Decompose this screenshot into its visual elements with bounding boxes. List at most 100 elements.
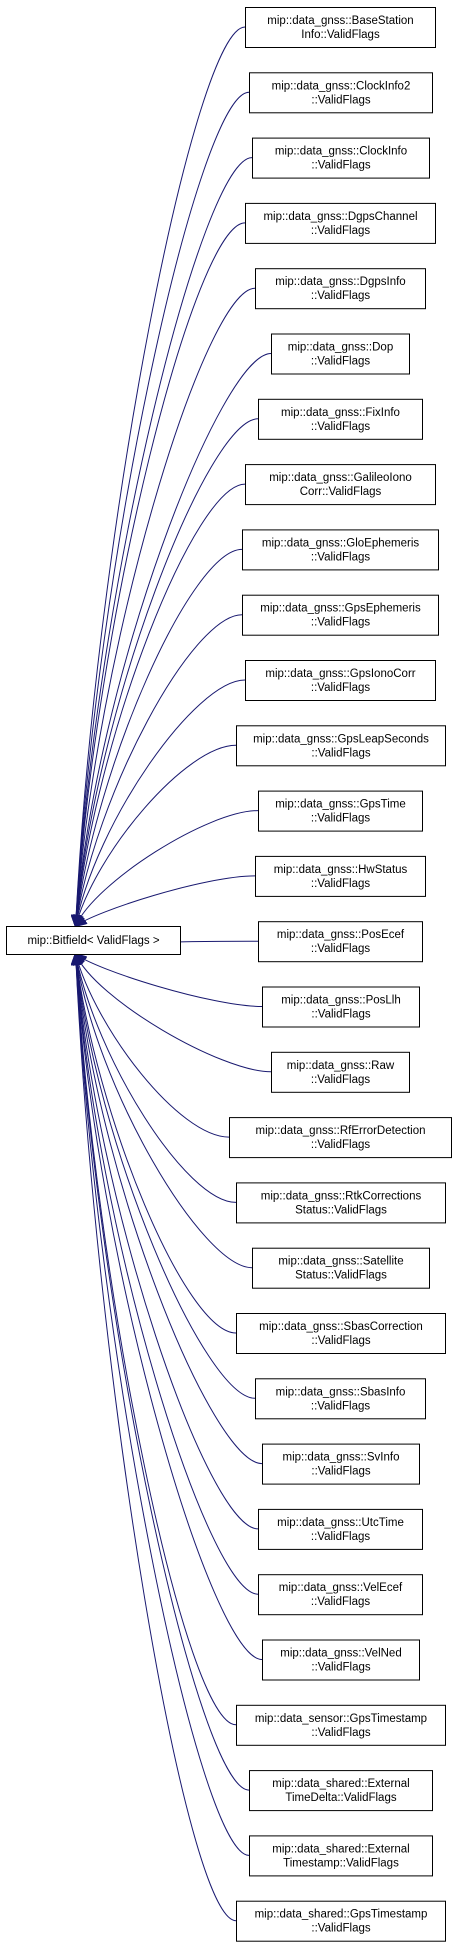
class-node-21[interactable]: mip::data_gnss::SbasCorrection::ValidFla… xyxy=(236,1313,446,1354)
class-node-3[interactable]: mip::data_gnss::ClockInfo::ValidFlags xyxy=(252,137,430,179)
class-node-25-line-2: ::ValidFlags xyxy=(311,1596,370,1608)
class-node-box[interactable] xyxy=(258,398,423,440)
class-node-box[interactable] xyxy=(229,1117,452,1159)
class-node-13[interactable]: mip::data_gnss::GpsTime::ValidFlags xyxy=(258,790,423,832)
class-node-box[interactable] xyxy=(262,986,420,1028)
class-node-22-line-1: mip::data_gnss::SbasInfo xyxy=(276,1386,406,1398)
class-node-12[interactable]: mip::data_gnss::GpsLeapSeconds::ValidFla… xyxy=(236,725,446,767)
class-node-25[interactable]: mip::data_gnss::VelEcef::ValidFlags xyxy=(258,1574,423,1616)
class-node-box[interactable] xyxy=(245,202,436,244)
class-node-box[interactable] xyxy=(258,1508,423,1550)
class-node-9[interactable]: mip::data_gnss::GloEphemeris::ValidFlags xyxy=(242,529,439,571)
class-node-box[interactable] xyxy=(258,790,423,832)
class-node-7[interactable]: mip::data_gnss::FixInfo::ValidFlags xyxy=(258,398,423,440)
inheritance-edge-28 xyxy=(76,954,250,1791)
class-node-28-line-1: mip::data_shared::External xyxy=(272,1778,409,1790)
inheritance-edge-22 xyxy=(76,954,256,1399)
class-node-box[interactable] xyxy=(262,1639,420,1681)
class-node-box[interactable] xyxy=(255,1378,426,1420)
inheritance-edge-5 xyxy=(76,287,256,926)
class-node-5[interactable]: mip::data_gnss::DgpsInfo::ValidFlags xyxy=(255,268,426,310)
class-node-7-line-2: ::ValidFlags xyxy=(311,421,370,433)
class-node-7-line-1: mip::data_gnss::FixInfo xyxy=(281,407,400,419)
class-node-14-line-2: ::ValidFlags xyxy=(311,878,370,890)
class-node-1[interactable]: mip::data_gnss::BaseStationInfo::ValidFl… xyxy=(245,7,436,48)
class-node-box[interactable] xyxy=(245,464,436,506)
class-node-23[interactable]: mip::data_gnss::SvInfo::ValidFlags xyxy=(262,1443,420,1485)
class-node-8[interactable]: mip::data_gnss::GalileoIonoCorr::ValidFl… xyxy=(245,464,436,506)
class-node-16[interactable]: mip::data_gnss::PosLlh::ValidFlags xyxy=(262,986,420,1028)
class-node-18-line-2: ::ValidFlags xyxy=(311,1139,370,1151)
class-node-6-line-2: ::ValidFlags xyxy=(311,356,370,368)
inheritance-edge-17 xyxy=(76,954,272,1073)
class-node-29[interactable]: mip::data_shared::ExternalTimestamp::Val… xyxy=(249,1835,433,1877)
class-node-27-line-2: ::ValidFlags xyxy=(311,1727,370,1739)
class-node-box[interactable] xyxy=(249,1835,433,1877)
class-node-17-line-1: mip::data_gnss::Raw xyxy=(287,1060,395,1072)
class-node-18[interactable]: mip::data_gnss::RfErrorDetection::ValidF… xyxy=(229,1117,452,1159)
class-node-21-line-2: ::ValidFlags xyxy=(311,1335,370,1347)
class-node-box[interactable] xyxy=(262,1443,420,1485)
class-node-2-line-2: ::ValidFlags xyxy=(311,94,370,106)
class-node-box[interactable] xyxy=(255,855,426,897)
inheritance-edge-19 xyxy=(76,954,237,1203)
class-node-8-line-2: Corr::ValidFlags xyxy=(300,486,382,498)
class-node-box[interactable] xyxy=(236,1900,446,1942)
inheritance-edge-13 xyxy=(76,810,259,926)
class-node-18-line-1: mip::data_gnss::RfErrorDetection xyxy=(255,1125,425,1137)
class-node-20[interactable]: mip::data_gnss::SatelliteStatus::ValidFl… xyxy=(252,1247,430,1289)
class-node-14[interactable]: mip::data_gnss::HwStatus::ValidFlags xyxy=(255,855,426,897)
class-node-box[interactable] xyxy=(236,725,446,767)
class-node-19[interactable]: mip::data_gnss::RtkCorrectionsStatus::Va… xyxy=(236,1182,446,1224)
class-node-30-line-2: ::ValidFlags xyxy=(311,1923,370,1935)
class-node-box[interactable] xyxy=(258,921,423,963)
class-node-30-line-1: mip::data_shared::GpsTimestamp xyxy=(255,1909,428,1921)
class-node-17-line-2: ::ValidFlags xyxy=(311,1074,370,1086)
class-node-28[interactable]: mip::data_shared::ExternalTimeDelta::Val… xyxy=(249,1770,433,1812)
base-class-node[interactable]: mip::Bitfield< ValidFlags > xyxy=(6,926,181,955)
class-node-box[interactable] xyxy=(258,1574,423,1616)
class-node-box[interactable] xyxy=(252,137,430,179)
class-node-5-line-2: ::ValidFlags xyxy=(311,290,370,302)
base-class-box[interactable] xyxy=(6,926,181,955)
class-node-4[interactable]: mip::data_gnss::DgpsChannel::ValidFlags xyxy=(245,202,436,244)
class-node-box[interactable] xyxy=(249,1770,433,1812)
class-node-26[interactable]: mip::data_gnss::VelNed::ValidFlags xyxy=(262,1639,420,1681)
class-node-box[interactable] xyxy=(242,529,439,571)
class-node-4-line-2: ::ValidFlags xyxy=(311,225,370,237)
class-node-3-line-2: ::ValidFlags xyxy=(311,160,370,172)
class-node-23-line-2: ::ValidFlags xyxy=(311,1466,370,1478)
inheritance-edge-18 xyxy=(76,954,230,1138)
class-node-box[interactable] xyxy=(236,1704,446,1746)
class-node-28-line-2: TimeDelta::ValidFlags xyxy=(285,1792,396,1804)
class-node-26-line-1: mip::data_gnss::VelNed xyxy=(280,1648,401,1660)
class-node-box[interactable] xyxy=(236,1313,446,1354)
class-node-11[interactable]: mip::data_gnss::GpsIonoCorr::ValidFlags xyxy=(245,660,436,701)
class-node-box[interactable] xyxy=(236,1182,446,1224)
inheritance-edge-14 xyxy=(76,875,256,926)
class-node-box[interactable] xyxy=(249,72,433,114)
class-node-box[interactable] xyxy=(245,7,436,48)
inheritance-edge-20 xyxy=(76,954,253,1269)
class-node-11-line-2: ::ValidFlags xyxy=(311,682,370,694)
class-node-17[interactable]: mip::data_gnss::Raw::ValidFlags xyxy=(271,1051,410,1093)
class-node-2[interactable]: mip::data_gnss::ClockInfo2::ValidFlags xyxy=(249,72,433,114)
class-node-15[interactable]: mip::data_gnss::PosEcef::ValidFlags xyxy=(258,921,423,963)
class-node-6[interactable]: mip::data_gnss::Dop::ValidFlags xyxy=(271,333,410,375)
class-node-24[interactable]: mip::data_gnss::UtcTime::ValidFlags xyxy=(258,1508,423,1550)
class-node-30[interactable]: mip::data_shared::GpsTimestamp::ValidFla… xyxy=(236,1900,446,1942)
inheritance-edge-4 xyxy=(76,222,246,926)
class-node-20-line-2: Status::ValidFlags xyxy=(295,1270,387,1282)
class-node-1-line-2: Info::ValidFlags xyxy=(301,29,380,41)
class-node-27[interactable]: mip::data_sensor::GpsTimestamp::ValidFla… xyxy=(236,1704,446,1746)
class-node-22[interactable]: mip::data_gnss::SbasInfo::ValidFlags xyxy=(255,1378,426,1420)
class-node-1-line-1: mip::data_gnss::BaseStation xyxy=(267,15,413,27)
class-node-box[interactable] xyxy=(255,268,426,310)
class-node-box[interactable] xyxy=(245,660,436,701)
class-node-box[interactable] xyxy=(252,1247,430,1289)
class-node-13-line-2: ::ValidFlags xyxy=(311,813,370,825)
class-node-box[interactable] xyxy=(271,1051,410,1093)
class-node-box[interactable] xyxy=(242,594,439,636)
class-node-box[interactable] xyxy=(271,333,410,375)
class-node-10[interactable]: mip::data_gnss::GpsEphemeris::ValidFlags xyxy=(242,594,439,636)
